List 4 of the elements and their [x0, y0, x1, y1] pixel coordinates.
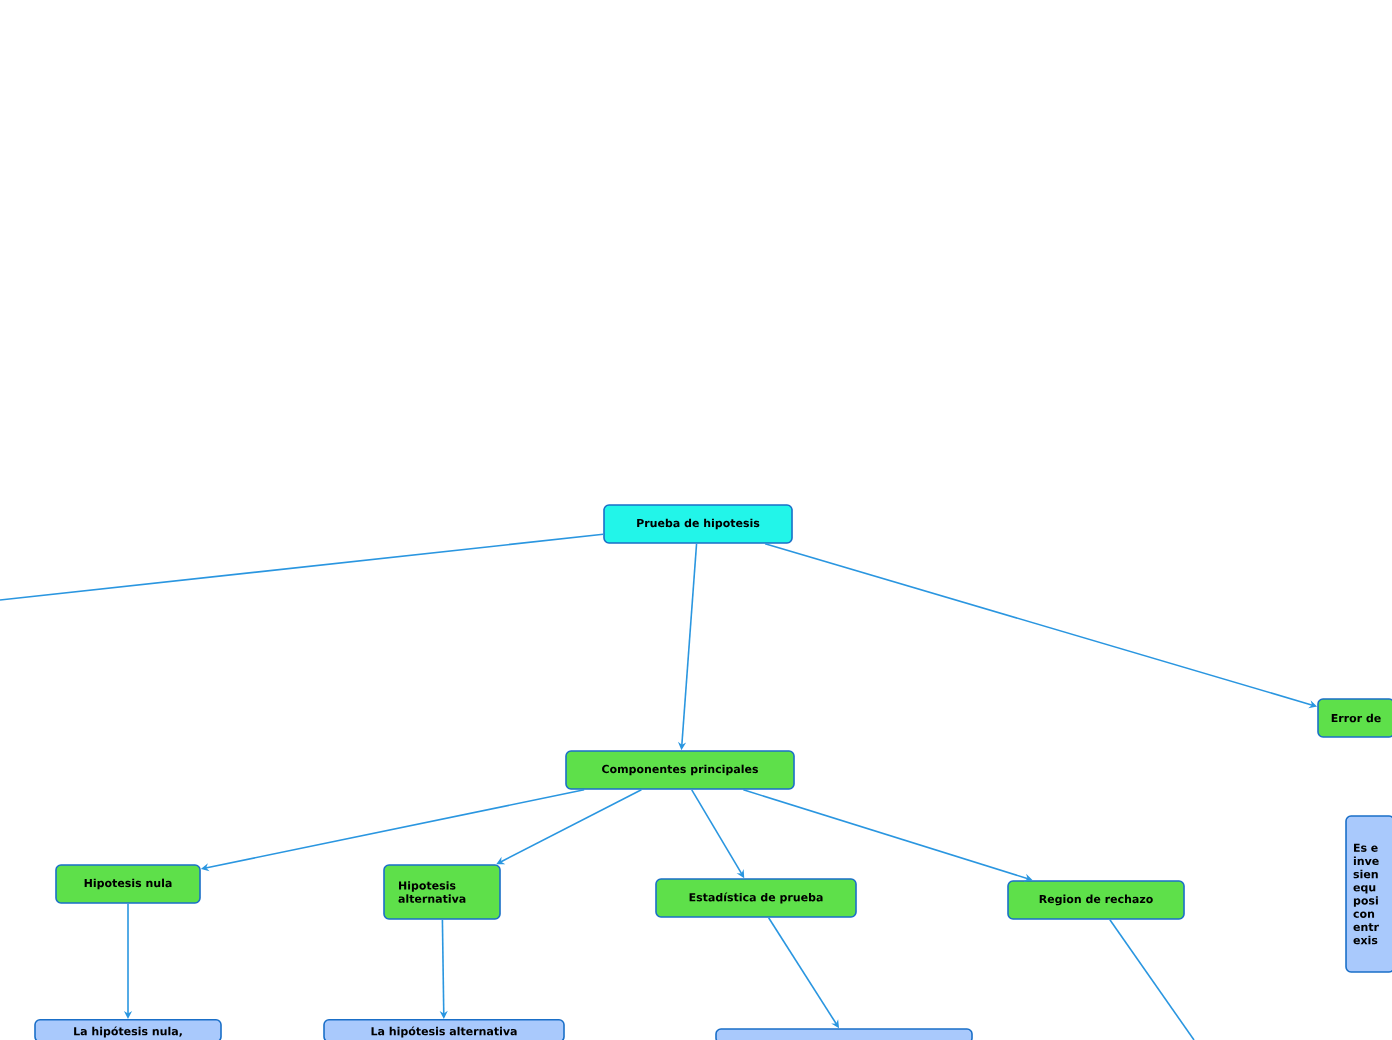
note-box: [715, 1028, 973, 1040]
connector: [0, 533, 604, 601]
connector: [1109, 919, 1195, 1040]
connector: [496, 789, 643, 865]
